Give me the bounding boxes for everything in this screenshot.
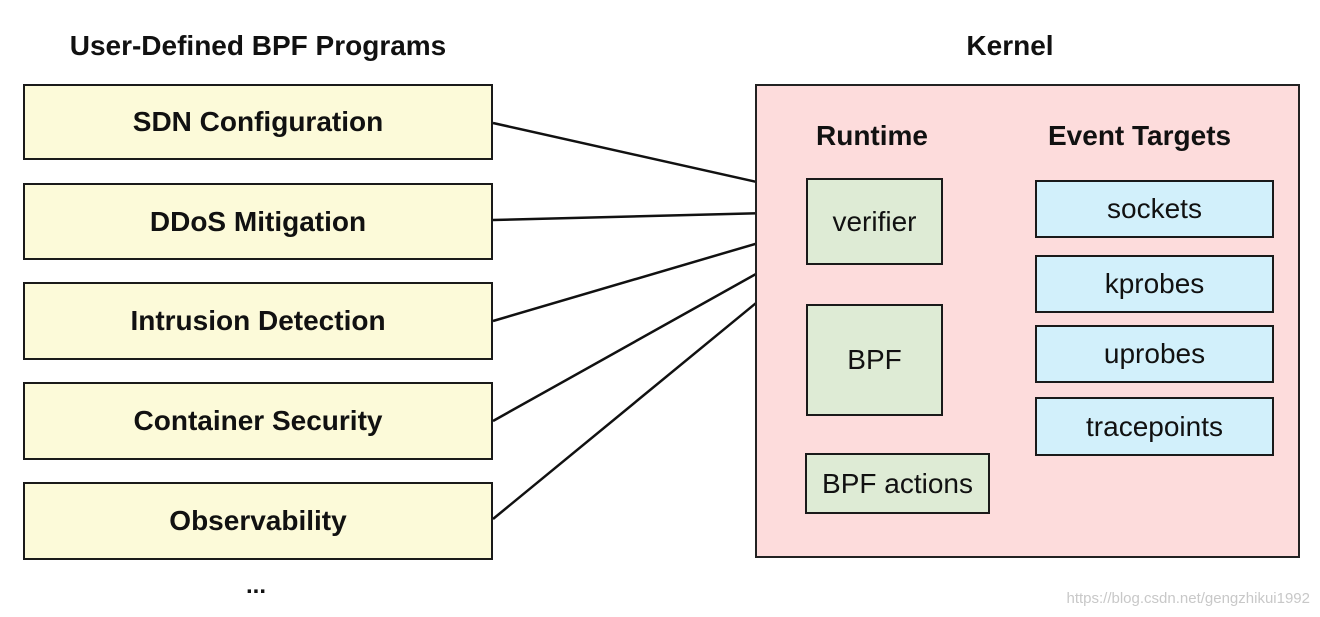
program-observability: Observability	[23, 482, 493, 560]
program-intrusion-detection: Intrusion Detection	[23, 282, 493, 360]
watermark-url: https://blog.csdn.net/gengzhikui1992	[1066, 590, 1310, 607]
user-programs-heading: User-Defined BPF Programs	[69, 30, 447, 61]
line-container-verifier	[492, 244, 807, 423]
bpf-box: BPF	[806, 304, 943, 416]
programs-ellipsis: ...	[246, 572, 267, 599]
event-targets-heading: Event Targets	[1048, 120, 1232, 151]
line-observability-verifier	[492, 261, 807, 520]
verifier-box: verifier	[806, 178, 943, 265]
program-ddos-mitigation: DDoS Mitigation	[23, 183, 493, 260]
bpf-actions-box: BPF actions	[805, 453, 990, 514]
event-target-sockets: sockets	[1035, 180, 1274, 238]
runtime-heading: Runtime	[816, 120, 928, 151]
line-sdn-verifier	[492, 121, 807, 195]
kernel-heading: Kernel	[966, 30, 1054, 61]
event-target-tracepoints: tracepoints	[1035, 397, 1274, 456]
event-target-uprobes: uprobes	[1035, 325, 1274, 383]
event-target-kprobes: kprobes	[1035, 255, 1274, 313]
line-ddos-verifier	[492, 210, 807, 222]
program-container-security: Container Security	[23, 382, 493, 460]
program-sdn-configuration: SDN Configuration	[23, 84, 493, 160]
line-intrusion-verifier	[492, 227, 807, 323]
